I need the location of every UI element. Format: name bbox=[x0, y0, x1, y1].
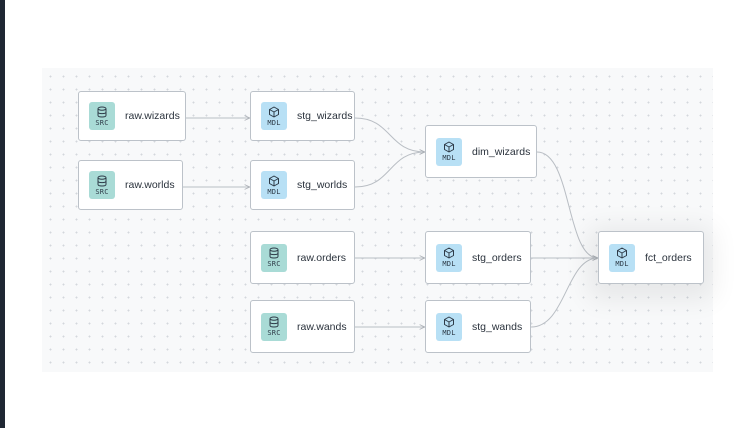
node-dim-wizards[interactable]: MDL dim_wizards bbox=[425, 125, 537, 178]
node-fct-orders[interactable]: MDL fct_orders bbox=[598, 231, 704, 284]
badge-type: MDL bbox=[267, 118, 281, 127]
model-badge: MDL bbox=[261, 102, 287, 130]
badge-type: MDL bbox=[442, 260, 456, 268]
node-raw-orders[interactable]: SRC raw.orders bbox=[250, 231, 355, 284]
node-label: raw.wands bbox=[297, 320, 347, 333]
node-label: raw.worlds bbox=[125, 179, 175, 191]
badge-type: MDL bbox=[442, 329, 456, 337]
model-badge: MDL bbox=[436, 243, 462, 272]
node-stg-worlds[interactable]: MDL stg_worlds bbox=[250, 160, 355, 210]
database-icon bbox=[269, 247, 279, 259]
cube-icon bbox=[444, 141, 454, 153]
model-badge: MDL bbox=[609, 243, 635, 272]
node-raw-wizards[interactable]: SRC raw.wizards bbox=[78, 91, 186, 141]
node-stg-wands[interactable]: MDL stg_wands bbox=[425, 300, 531, 353]
cube-icon bbox=[617, 247, 627, 259]
node-label: stg_wands bbox=[472, 320, 523, 333]
model-badge: MDL bbox=[261, 171, 287, 199]
badge-type: SRC bbox=[267, 329, 281, 337]
node-label: dim_wizards bbox=[472, 145, 531, 158]
node-raw-worlds[interactable]: SRC raw.worlds bbox=[78, 160, 183, 210]
badge-type: SRC bbox=[95, 118, 109, 127]
badge-type: MDL bbox=[267, 187, 281, 196]
source-badge: SRC bbox=[261, 312, 287, 341]
node-label: raw.wizards bbox=[125, 110, 180, 122]
badge-type: SRC bbox=[267, 260, 281, 268]
badge-type: MDL bbox=[442, 154, 456, 162]
model-badge: MDL bbox=[436, 312, 462, 341]
node-label: fct_orders bbox=[645, 251, 692, 264]
node-label: stg_wizards bbox=[297, 110, 353, 122]
node-stg-orders[interactable]: MDL stg_orders bbox=[425, 231, 531, 284]
node-label: stg_worlds bbox=[297, 179, 348, 191]
database-icon bbox=[97, 174, 107, 187]
database-icon bbox=[97, 105, 107, 118]
source-badge: SRC bbox=[89, 102, 115, 130]
cube-icon bbox=[444, 316, 454, 328]
node-stg-wizards[interactable]: MDL stg_wizards bbox=[250, 91, 355, 141]
database-icon bbox=[269, 316, 279, 328]
source-badge: SRC bbox=[89, 171, 115, 199]
badge-type: SRC bbox=[95, 187, 109, 196]
left-sidebar-edge bbox=[0, 0, 5, 428]
badge-type: MDL bbox=[615, 260, 629, 268]
source-badge: SRC bbox=[261, 243, 287, 272]
model-badge: MDL bbox=[436, 137, 462, 166]
cube-icon bbox=[444, 247, 454, 259]
node-label: stg_orders bbox=[472, 251, 522, 264]
cube-icon bbox=[269, 175, 279, 186]
cube-icon bbox=[269, 106, 279, 117]
node-label: raw.orders bbox=[297, 251, 347, 264]
node-raw-wands[interactable]: SRC raw.wands bbox=[250, 300, 355, 353]
